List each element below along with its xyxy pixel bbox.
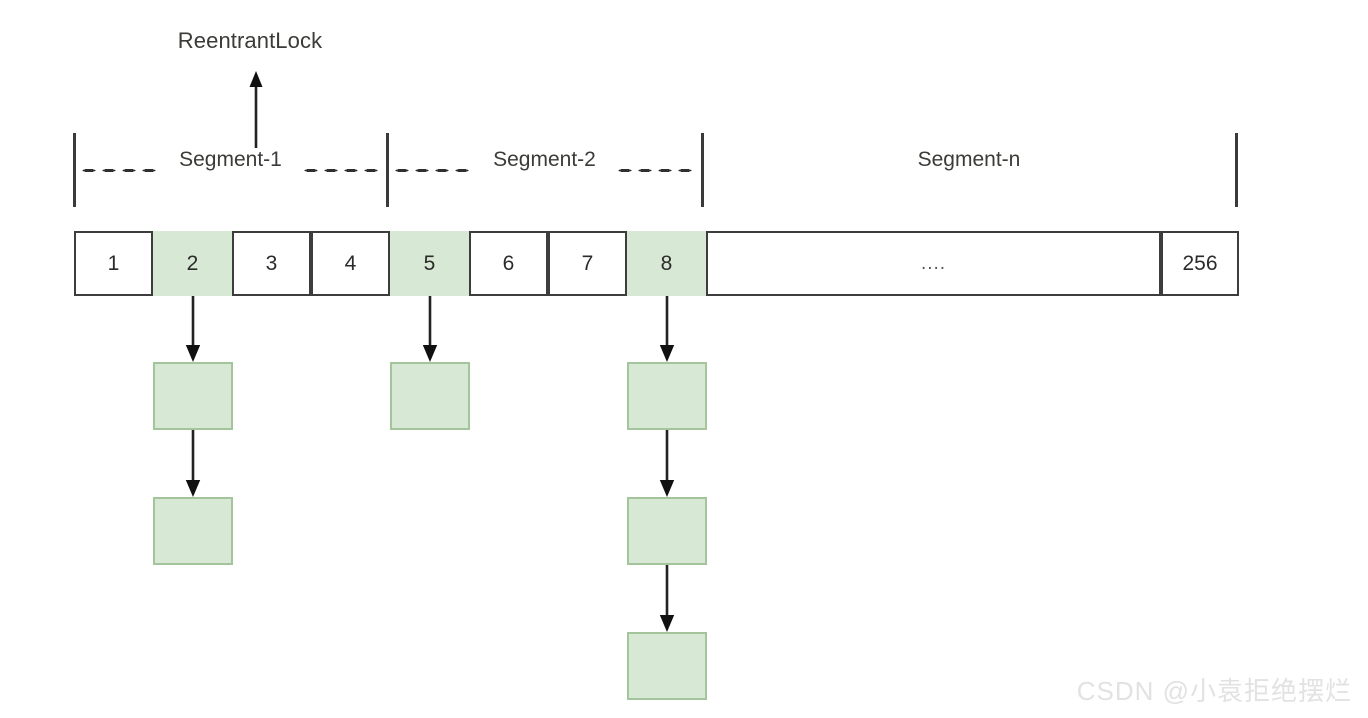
chain-arrow-5-1	[421, 296, 439, 362]
chain-arrow-8-1	[658, 296, 676, 362]
chain-arrow-8-2	[658, 430, 676, 497]
strip-cell-7: 7	[548, 231, 627, 296]
chain-node-5-1	[389, 362, 470, 430]
strip-cell-4: 4	[311, 231, 390, 296]
segment-tick-3	[1235, 133, 1238, 207]
strip-cell-8: 8	[627, 231, 706, 296]
strip-cell-dotsdotsdotsdots: ....	[706, 231, 1161, 296]
chain-node-8-3	[626, 632, 707, 700]
strip-cell-2: 2	[153, 231, 232, 296]
chain-node-8-2	[626, 497, 707, 565]
segment-label-3: Segment-n	[917, 148, 1021, 171]
strip-cell-256: 256	[1161, 231, 1239, 296]
chain-node-2-1	[152, 362, 233, 430]
csdn-watermark: CSDN @小袁拒绝摆烂	[1076, 676, 1352, 706]
strip-cell-1: 1	[74, 231, 153, 296]
segment-label-2: Segment-2	[493, 148, 596, 171]
segment-dots-left-2	[392, 168, 475, 173]
segment-tick-1	[386, 133, 389, 207]
chain-arrow-8-3	[658, 565, 676, 632]
segment-tick-2	[701, 133, 704, 207]
chain-arrow-2-2	[184, 430, 202, 497]
segment-tick-0	[73, 133, 76, 207]
segment-dots-right-2	[614, 168, 698, 173]
chain-node-2-2	[152, 497, 233, 565]
chain-node-8-1	[626, 362, 707, 430]
strip-cell-5: 5	[390, 231, 469, 296]
strip-cell-6: 6	[469, 231, 548, 296]
chain-arrow-2-1	[184, 296, 202, 362]
strip-cell-3: 3	[232, 231, 311, 296]
segment-dots-right-1	[300, 168, 383, 173]
reentrantlock-arrow-icon	[248, 70, 264, 148]
reentrantlock-label: ReentrantLock	[177, 28, 323, 53]
segment-dots-left-1	[79, 168, 161, 173]
segment-label-1: Segment-1	[179, 148, 282, 171]
